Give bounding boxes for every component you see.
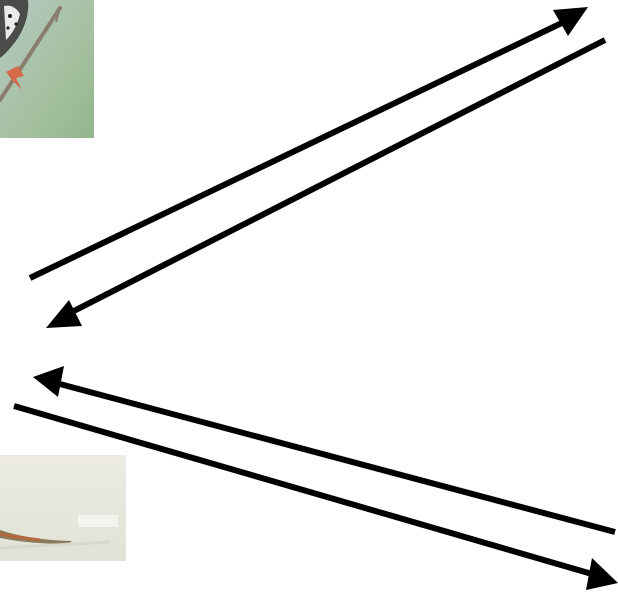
bottom-photo [0,455,126,561]
bird-photo [0,0,94,138]
arrowhead-icon [586,558,618,590]
arrow-to-left-middle [46,40,605,328]
arrowhead-icon [46,300,82,328]
arrow-to-top-right [30,7,588,278]
arrowhead-icon [33,366,64,397]
